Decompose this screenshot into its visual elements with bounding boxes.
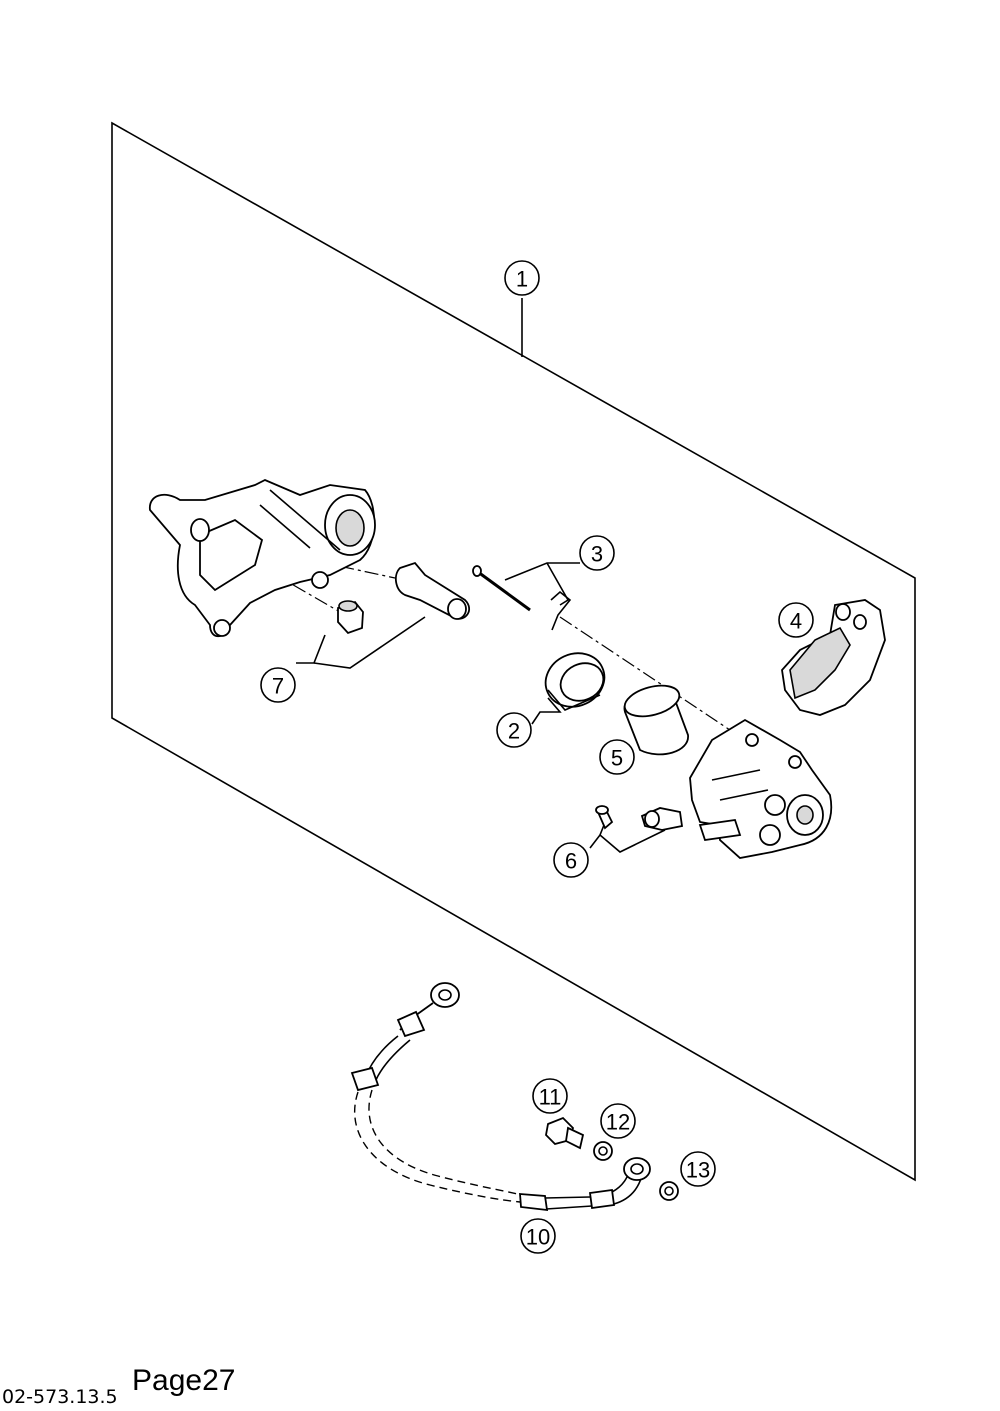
leader-2	[531, 697, 562, 725]
callout-6-label: 6	[565, 849, 577, 874]
callout-1-label: 1	[516, 267, 528, 292]
callout-7: 7	[260, 667, 296, 703]
bleeder-valves	[595, 805, 684, 831]
callout-12-label: 12	[606, 1110, 630, 1135]
pad-pin-and-clip	[472, 565, 572, 631]
leader-7	[296, 634, 326, 664]
sealing-washer-12	[593, 1141, 613, 1161]
sealing-washer-13	[659, 1181, 679, 1201]
caliper-housing	[689, 718, 833, 859]
sealing-washer-13-hole	[664, 1186, 674, 1196]
axis-line-pin	[559, 616, 746, 741]
callout-2: 2	[496, 712, 532, 748]
caliper-piston	[623, 684, 689, 756]
assembly-group-panel	[111, 121, 916, 1182]
callout-12: 12	[600, 1103, 636, 1139]
callout-5-label: 5	[611, 746, 623, 771]
leader-3b	[546, 562, 570, 606]
callout-11: 11	[532, 1078, 568, 1114]
callout-13-label: 13	[686, 1158, 710, 1183]
callout-10: 10	[520, 1218, 556, 1254]
axis-line-bracket	[249, 559, 341, 613]
callout-4-label: 4	[790, 609, 802, 634]
leader-6	[589, 829, 666, 853]
callout-6: 6	[553, 842, 589, 878]
callout-5: 5	[599, 739, 635, 775]
callout-11-label: 11	[539, 1085, 562, 1110]
callout-3-label: 3	[591, 542, 603, 567]
leader-3	[504, 562, 580, 581]
banjo-bolt	[545, 1116, 585, 1150]
callout-3: 3	[579, 535, 615, 571]
page-label: Page27	[132, 1364, 236, 1397]
callout-7-label: 7	[272, 674, 284, 699]
caliper-bracket	[149, 479, 376, 638]
callout-13: 13	[680, 1151, 716, 1187]
brake-hose	[350, 982, 651, 1212]
leader-7b	[313, 616, 426, 669]
drawing-number: 02-573.13.5	[2, 1386, 118, 1408]
callout-10-label: 10	[526, 1225, 550, 1250]
brake-pads	[781, 599, 886, 716]
callout-4: 4	[778, 602, 814, 638]
piston-seal	[544, 652, 606, 711]
sealing-washer-12-hole	[598, 1146, 608, 1156]
callout-1: 1	[504, 260, 540, 296]
slider-pin-set	[337, 561, 470, 635]
callout-2-label: 2	[508, 719, 520, 744]
